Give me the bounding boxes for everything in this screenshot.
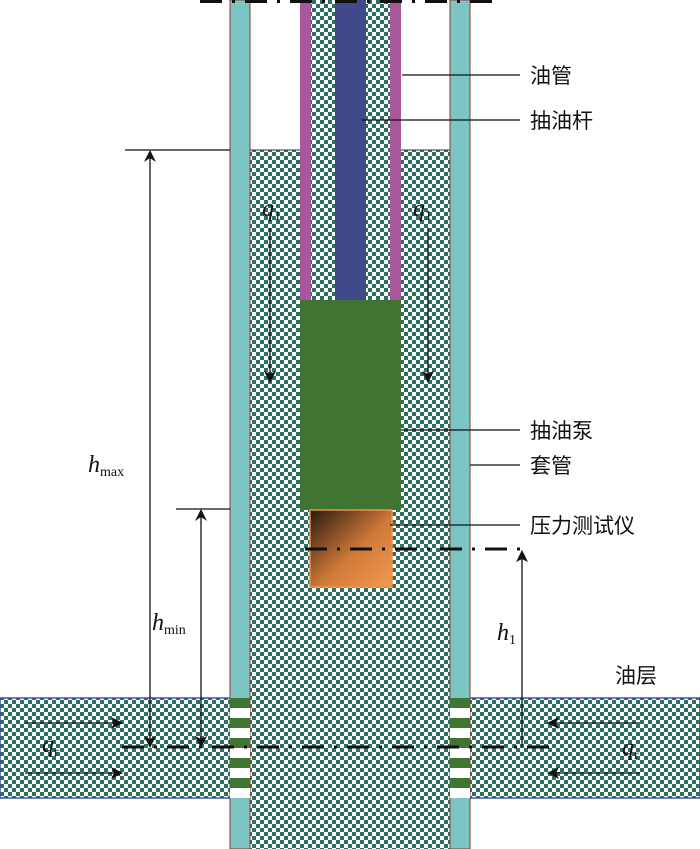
perforation-stripe [230,788,250,798]
perforation-stripe [230,748,250,758]
pump [300,300,401,510]
perforation-stripe [230,728,250,738]
casing-left-wall [229,0,251,849]
label-pressure-gauge: 压力测试仪 [530,514,635,538]
casing-right-wall [449,0,471,849]
perforation-stripe [450,698,470,708]
label-pump: 抽油泵 [530,419,593,443]
symbol-h1: h1 [497,620,516,648]
label-reservoir: 油层 [615,664,657,688]
perforation-stripe [230,708,250,718]
perforations [230,698,470,798]
label-tubing: 油管 [530,64,572,88]
perforation-stripe [450,738,470,748]
tubing-right-wall [390,0,401,300]
label-casing: 套管 [530,454,572,478]
perforation-stripe [450,708,470,718]
symbol-hmax: hmax [88,452,124,480]
label-sucker-rod: 抽油杆 [530,109,593,133]
perforation-stripe [450,748,470,758]
symbol-q1-left: q1 [262,196,281,224]
perforation-stripe [450,718,470,728]
perforation-stripe [230,768,250,778]
perforation-stripe [230,738,250,748]
perforation-stripe [450,778,470,788]
perforation-stripe [450,788,470,798]
symbol-qr-right: qr [622,735,639,763]
perforation-stripe [450,758,470,768]
perforation-stripe [230,698,250,708]
sucker-rod [335,0,366,300]
perforation-stripe [230,758,250,768]
tubing-left-wall [300,0,311,300]
perforation-stripe [230,718,250,728]
perforation-stripe [450,768,470,778]
symbol-qr-left: qr [42,732,59,760]
symbol-hmin: hmin [152,610,186,638]
perforation-stripe [450,728,470,738]
perforation-stripe [230,778,250,788]
symbol-q1-right: q1 [413,196,432,224]
